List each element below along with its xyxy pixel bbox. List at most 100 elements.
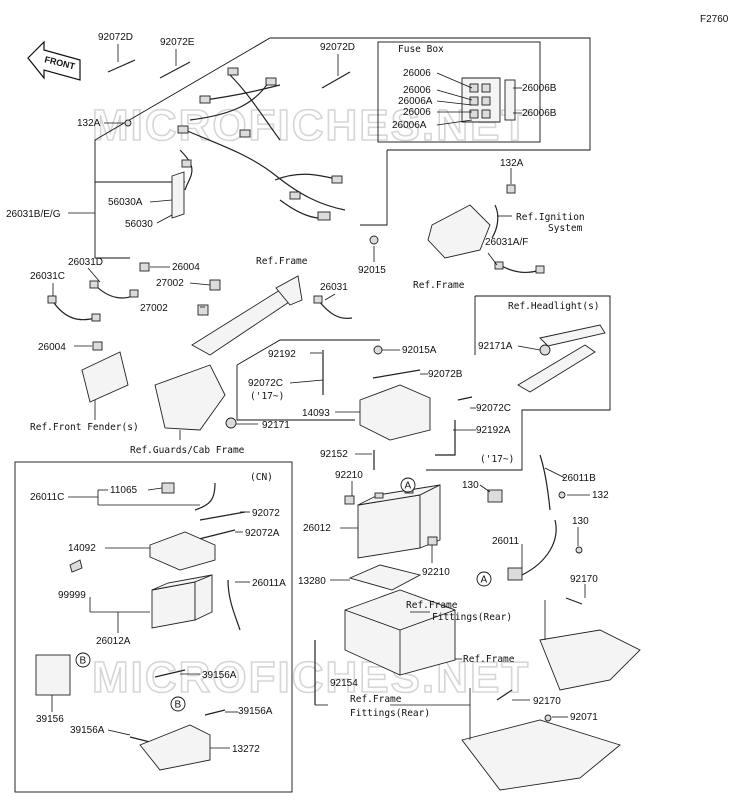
headlight-frame	[426, 295, 611, 471]
label-132A-b: 132A	[500, 158, 524, 169]
label-26004-b: 26004	[38, 342, 66, 353]
label-56030: 56030	[125, 219, 153, 230]
pad-39156A-c	[129, 736, 151, 743]
battery-holder-14092-part	[149, 531, 216, 571]
nut-92210-b	[427, 536, 438, 546]
bolt-130-b	[575, 546, 583, 554]
bracket-frame-a	[236, 339, 380, 366]
cn-variant-frame	[14, 461, 293, 793]
label-26006A-1: 26006A	[398, 96, 433, 107]
cable-26011-part	[507, 519, 557, 581]
label-17-b: ('17~)	[480, 454, 514, 465]
label-26006-2: 26006	[403, 85, 431, 96]
battery-tray-13272-part	[139, 724, 211, 771]
ref-frame-c: Ref.Frame	[413, 280, 465, 291]
battery-26012A-part	[151, 574, 213, 629]
label-13280: 13280	[298, 576, 326, 587]
label-39156A-a: 39156A	[202, 670, 237, 681]
label-26006-1: 26006	[403, 68, 431, 79]
label-27002-b: 27002	[140, 303, 168, 314]
relay-26004-a	[139, 262, 150, 272]
rear-fitting-upper-part	[539, 629, 641, 691]
svg-text:A: A	[405, 481, 412, 492]
ref-frame-fittings-rear-b-line2: Fittings(Rear)	[350, 708, 430, 719]
label-26006A-2: 26006A	[392, 120, 427, 131]
label-11065: 11065	[110, 485, 138, 496]
label-92152: 92152	[320, 449, 348, 460]
front-arrow-icon: FRONT	[27, 40, 81, 81]
label-26031: 26031	[320, 282, 348, 293]
label-130-b: 130	[572, 516, 589, 527]
label-92072B: 92072B	[428, 369, 463, 380]
label-92154: 92154	[330, 678, 358, 689]
ref-frame-fittings-rear-b-line1: Ref.Frame	[350, 694, 402, 705]
terminal-130-a	[487, 489, 503, 503]
label-26006B-2: 26006B	[522, 108, 557, 119]
label-26006-3: 26006	[403, 107, 431, 118]
label-130-a: 130	[462, 480, 479, 491]
label-92072C-a: 92072C	[248, 378, 283, 389]
label-26031C: 26031C	[30, 271, 65, 282]
bolt-132A-a	[124, 119, 132, 127]
label-92072D-a: 92072D	[98, 32, 133, 43]
ref-front-fenders: Ref.Front Fender(s)	[30, 422, 139, 433]
leader-lines	[51, 44, 590, 749]
bolt-92170-a	[565, 597, 583, 605]
cable-tie-92072A-cn	[194, 529, 236, 541]
clamp-92015	[369, 235, 379, 245]
callout-B-label: B	[75, 652, 91, 668]
bracket-56030-part	[171, 171, 185, 219]
label-39156A-c: 39156A	[70, 725, 105, 736]
label-92015A: 92015A	[402, 345, 437, 356]
label-92170-b: 92170	[533, 696, 561, 707]
ref-frame-a: Ref.Frame	[256, 256, 308, 267]
harness-frame-left	[94, 140, 130, 259]
main-wiring-harness-part	[177, 67, 346, 221]
label-39156A-b: 39156A	[238, 706, 273, 717]
label-26012: 26012	[303, 523, 331, 534]
label-26004-a: 26004	[172, 262, 200, 273]
cable-tie-92072D-b	[321, 71, 351, 89]
label-13272: 13272	[232, 744, 260, 755]
watermark-bottom: MICROFICHES.NET	[92, 653, 530, 702]
battery-holder-14093-part	[322, 345, 431, 441]
label-26031D: 26031D	[68, 257, 103, 268]
label-92192A: 92192A	[476, 425, 511, 436]
ignition-bracket-part	[427, 184, 516, 259]
harness-26031AF-part	[494, 261, 545, 274]
headlight-bracket-part	[517, 324, 606, 393]
pad-39156A-a	[154, 669, 186, 678]
bracket-frame-b	[236, 365, 355, 421]
battery-26012-part	[357, 484, 441, 559]
label-26011C: 26011C	[30, 492, 64, 503]
harness-frame-right	[360, 150, 388, 226]
callout-B-tray: B	[170, 696, 186, 712]
nut-92071	[544, 714, 552, 722]
label-56030A: 56030A	[108, 197, 143, 208]
battery-mat-13280-part	[348, 564, 422, 591]
ref-frame-fittings-rear-a-line2: Fittings(Rear)	[432, 612, 512, 623]
callout-A-cable: A	[476, 571, 492, 587]
label-92072E: 92072E	[160, 37, 195, 48]
label-99999: 99999	[58, 590, 86, 601]
sticker-99999-part	[69, 559, 83, 573]
label-92072D-b: 92072D	[320, 42, 355, 53]
ref-frame-b: Ref.Frame	[463, 654, 515, 665]
label-26031AF: 26031A/F	[485, 237, 528, 248]
label-92192: 92192	[268, 349, 296, 360]
harness-26031-part	[313, 295, 353, 320]
svg-text:A: A	[481, 575, 488, 586]
label-26011B: 26011B	[562, 473, 596, 484]
rod-92192A	[435, 420, 456, 456]
label-92170-a: 92170	[570, 574, 598, 585]
label-14093: 14093	[302, 408, 330, 419]
label-39156: 39156	[36, 714, 64, 725]
harness-26031C-part	[47, 295, 101, 322]
label-92072C-b: 92072C	[476, 403, 511, 414]
cable-tie-92072E	[159, 61, 191, 79]
label-27002-a: 27002	[156, 278, 184, 289]
ref-frame-fittings-rear-a-line1: Ref.Frame	[406, 600, 458, 611]
fuse-box-part	[461, 77, 516, 123]
ref-ignition-system-line1: Ref.Ignition	[516, 212, 585, 223]
